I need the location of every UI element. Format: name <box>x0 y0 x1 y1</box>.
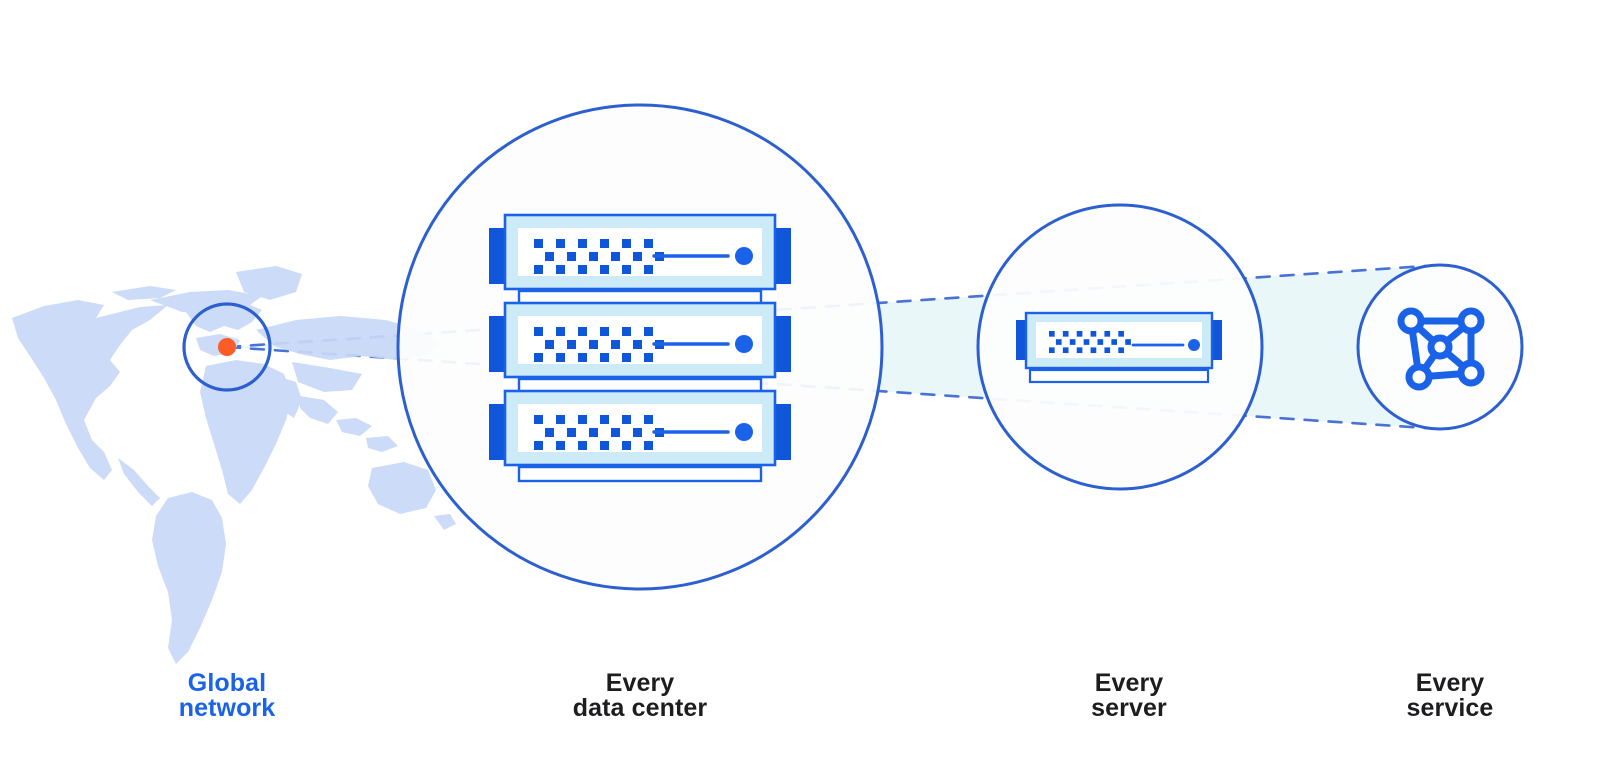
stage-labels: Global network Every data center Every s… <box>179 669 1494 722</box>
label-every-data-center-line2: data center <box>573 694 708 722</box>
server-base <box>1028 368 1210 384</box>
stage-global-network[interactable] <box>182 302 272 392</box>
label-every-server-line2: server <box>1091 694 1167 722</box>
server-rack-icon <box>489 213 791 483</box>
world-map <box>12 266 456 664</box>
label-every-service-line2: service <box>1407 694 1494 722</box>
rack-unit-3-led-icon <box>735 423 753 441</box>
single-server-icon <box>1016 311 1222 384</box>
label-global-network-line2: network <box>179 694 276 722</box>
mesh-network-icon <box>1397 307 1485 391</box>
stage-every-service[interactable] <box>1356 263 1524 431</box>
world-map-landmasses <box>12 266 456 664</box>
rack-unit-2-led-icon <box>735 335 753 353</box>
mesh-node-top-left <box>1397 307 1425 335</box>
global-network-pin-icon <box>218 338 236 356</box>
stage-every-server[interactable] <box>976 203 1264 491</box>
mesh-node-center <box>1427 334 1453 360</box>
server-rack-unit-2 <box>489 301 791 395</box>
label-global-network-line1: Global <box>188 669 266 697</box>
label-every-data-center-line1: Every <box>606 669 675 697</box>
stage-every-data-center[interactable] <box>396 103 884 591</box>
server-led-icon <box>1188 339 1200 351</box>
label-every-server-line1: Every <box>1095 669 1164 697</box>
server-rack-unit-1 <box>489 213 791 307</box>
mesh-node-bottom-left <box>1405 363 1433 391</box>
global-network-circle <box>182 302 272 392</box>
server-rack-unit-3 <box>489 389 791 483</box>
mesh-node-top-right <box>1457 307 1485 335</box>
rack-unit-3-base <box>517 465 763 483</box>
mesh-node-bottom-right <box>1457 359 1485 387</box>
rack-unit-1-led-icon <box>735 247 753 265</box>
label-every-service-line1: Every <box>1416 669 1485 697</box>
